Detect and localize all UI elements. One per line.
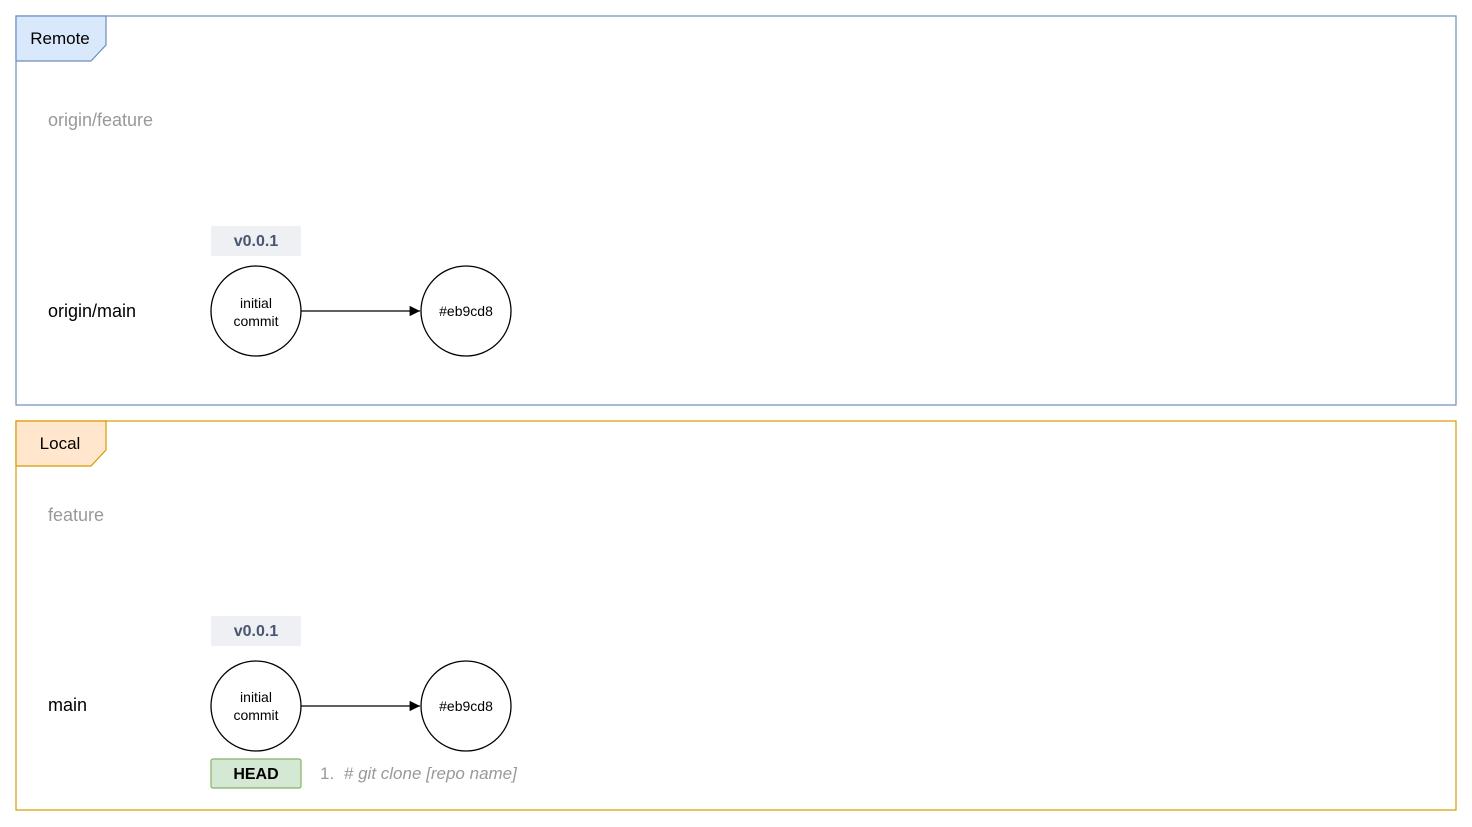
local-frame-tab [15, 420, 107, 467]
git-command-note: 1. # git clone [repo name] [320, 764, 518, 783]
remote-commit-eb9cd8-node [420, 265, 512, 357]
local-tag: v0.0.1 [211, 616, 301, 646]
local-tag-label: v0.0.1 [234, 623, 279, 640]
remote-commit-initial: initial commit [210, 265, 302, 357]
remote-tag-box [211, 226, 301, 256]
local-feature-branch-label: feature [48, 505, 104, 525]
local-frame-border [15, 420, 1457, 811]
remote-commit-initial-label-line1: initial [240, 295, 272, 311]
local-commit-eb9cd8-label: #eb9cd8 [439, 698, 493, 714]
remote-feature-branch-label: origin/feature [48, 110, 153, 130]
local-commit-initial-label-line1: initial [240, 689, 272, 705]
remote-tag-label: v0.0.1 [234, 233, 279, 250]
remote-frame-title: Remote [30, 29, 90, 48]
local-tag-box [211, 616, 301, 646]
git-command-note-command: # git clone [repo name] [344, 764, 518, 783]
local-commit-initial-node [210, 660, 302, 752]
remote-frame-tab [15, 15, 107, 62]
local-commit-eb9cd8-node [420, 660, 512, 752]
head-pointer: HEAD [210, 758, 302, 789]
remote-main-branch-label: origin/main [48, 301, 136, 321]
remote-commit-eb9cd8: #eb9cd8 [420, 265, 512, 357]
local-frame-title: Local [40, 434, 81, 453]
local-main-branch-label: main [48, 695, 87, 715]
head-pointer-label: HEAD [233, 766, 278, 783]
remote-commit-eb9cd8-label: #eb9cd8 [439, 303, 493, 319]
local-commit-initial-label-line2: commit [233, 707, 278, 723]
remote-tag: v0.0.1 [211, 226, 301, 256]
remote-commit-initial-node [210, 265, 302, 357]
local-commit-initial: initial commit [210, 660, 302, 752]
local-commit-eb9cd8: #eb9cd8 [420, 660, 512, 752]
remote-commit-initial-label-line2: commit [233, 313, 278, 329]
local-frame: Local [15, 420, 1457, 811]
remote-frame-border [15, 15, 1457, 406]
head-pointer-box [210, 758, 302, 789]
remote-frame: Remote [15, 15, 1457, 406]
git-command-note-prefix: 1. [320, 764, 334, 783]
